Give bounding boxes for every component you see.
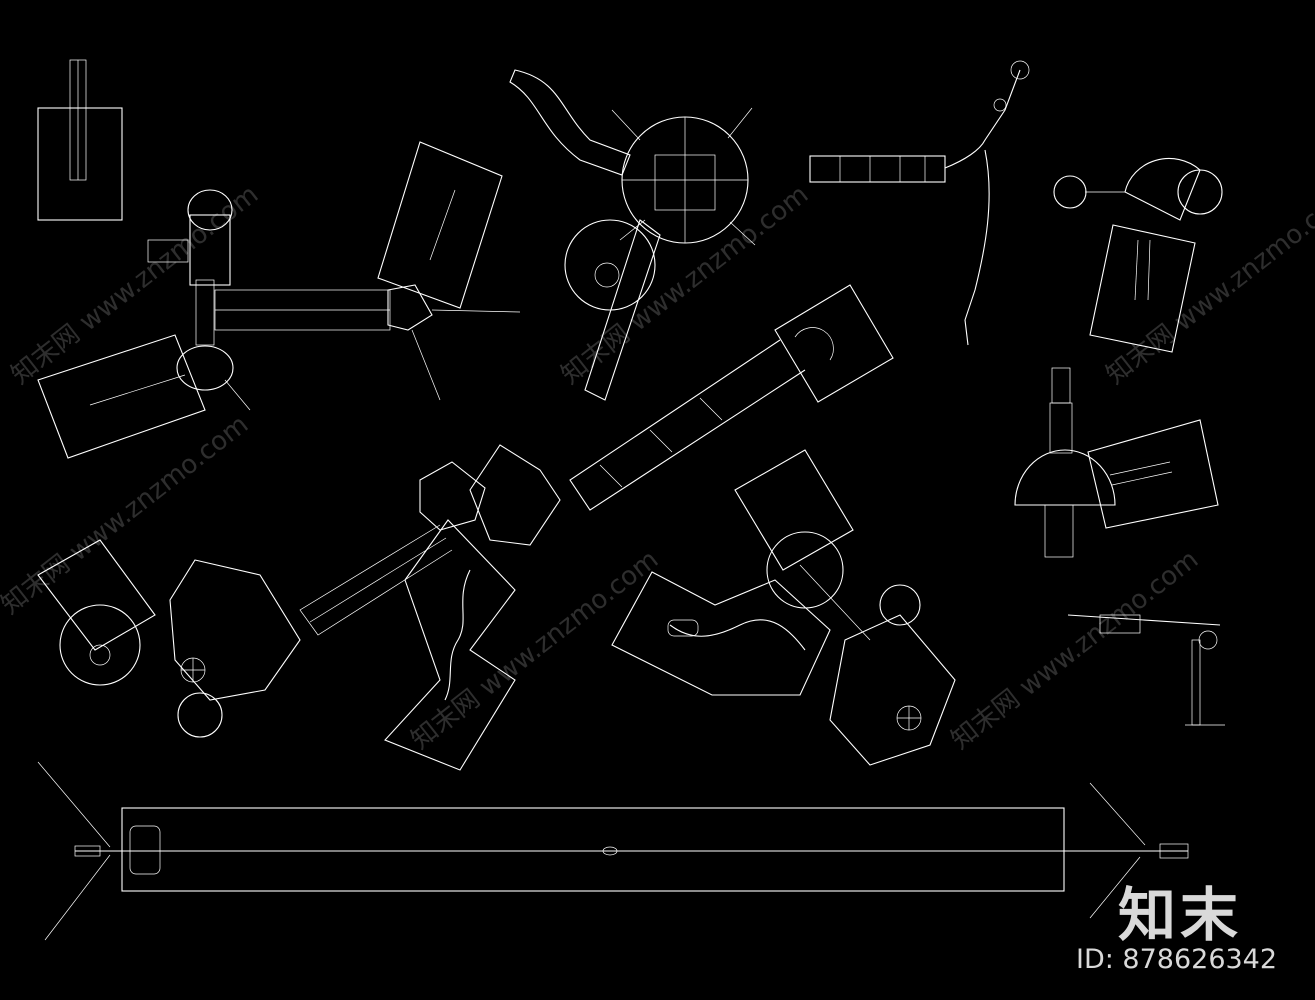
- zipline-bottom: [37, 761, 1189, 941]
- small-frame-unit: [1067, 614, 1225, 726]
- brand-logo-text: 知末: [1118, 881, 1243, 949]
- watermark-layer: 知末网 www.znzmo.com 知末网 www.znzmo.com 知末网 …: [0, 180, 1315, 756]
- watermark-text: 知末网 www.znzmo.com: [0, 410, 254, 621]
- dome-rider-unit: [1014, 367, 1219, 558]
- round-tower-curved-slide: [509, 69, 756, 401]
- play-structure-left-bridge: [37, 141, 521, 459]
- right-play-complex: [611, 449, 956, 766]
- central-play-complex: [37, 284, 894, 771]
- watermark-text: 知末网 www.znzmo.com: [406, 545, 664, 756]
- ladder-unit-topleft: [37, 59, 123, 221]
- image-id-label: ID: 878626342: [1076, 944, 1278, 975]
- watermark-text: 知末网 www.znzmo.com: [1101, 180, 1315, 391]
- watermark-text: 知末网 www.znzmo.com: [946, 545, 1204, 756]
- ladder-chain-assembly: [809, 60, 1030, 346]
- spring-rider-unit: [1053, 158, 1223, 353]
